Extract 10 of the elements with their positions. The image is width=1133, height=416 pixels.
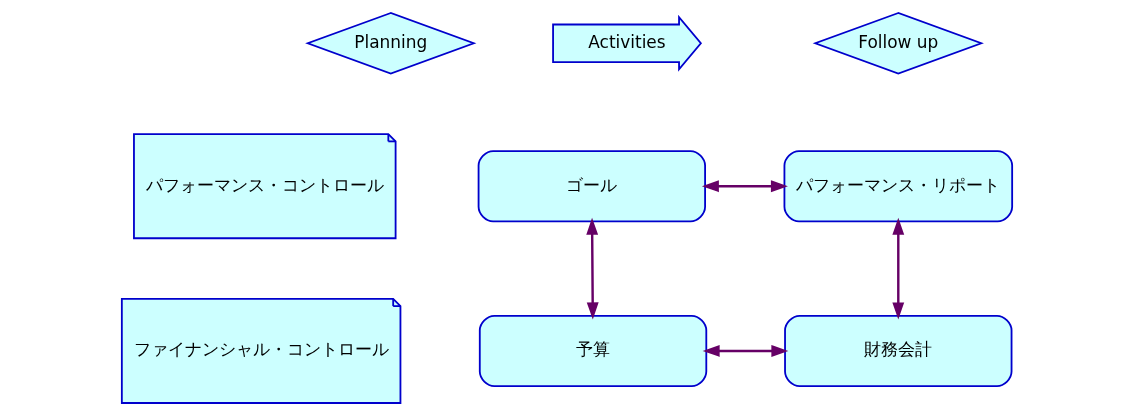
node-box: 予算 bbox=[478, 314, 707, 387]
node-diamond: Follow up bbox=[812, 12, 984, 75]
node-diamond: Planning bbox=[304, 12, 476, 75]
arrow bbox=[702, 345, 788, 357]
node-box: パフォーマンス・リポート bbox=[783, 150, 1013, 223]
node-box: ゴール bbox=[477, 150, 706, 223]
arrow bbox=[701, 180, 788, 193]
node-box: 財務会計 bbox=[783, 314, 1012, 387]
arrow bbox=[585, 217, 599, 320]
arrow bbox=[891, 217, 904, 320]
